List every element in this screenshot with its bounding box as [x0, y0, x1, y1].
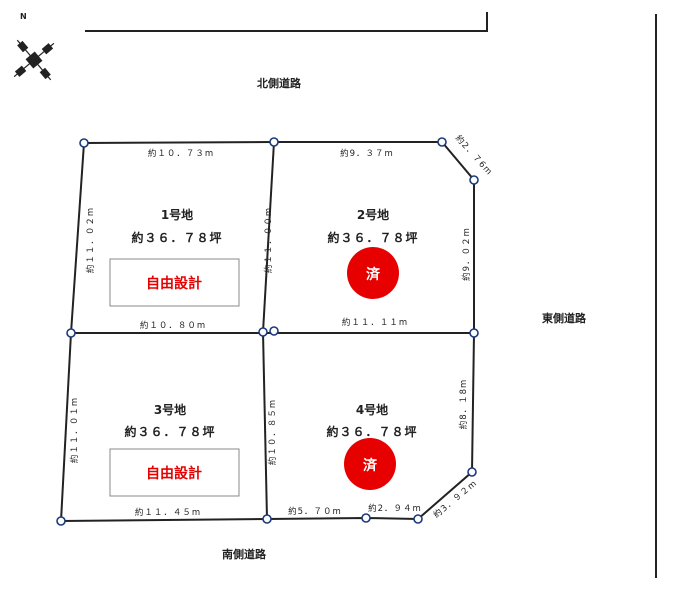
lot1-free-design-box — [109, 258, 240, 307]
lot-4[interactable]: 4号地 約３６．７８坪 済 — [326, 402, 417, 490]
dim-lot4-bottom-a: 約5．７０m — [288, 506, 342, 517]
compass: N — [13, 12, 55, 81]
north-road-edge — [85, 12, 488, 32]
dim-lot2-right: 約9．０２m — [461, 227, 472, 281]
dim-lot3-4-divider: 約１０．８５m — [267, 399, 278, 465]
lot-3[interactable]: 3号地 約３６．７８坪 自由設計 — [109, 402, 240, 497]
compass-west-arm — [14, 65, 27, 77]
compass-south-arm — [39, 67, 51, 80]
south-road-label: 南側道路 — [222, 547, 267, 561]
lot4-sold-label: 済 — [363, 457, 378, 474]
lot4-area: 約３６．７８坪 — [326, 424, 417, 439]
lot2-sold-label: 済 — [366, 266, 381, 283]
dim-lot2-bottom: 約１１．１１m — [342, 317, 408, 328]
lot3-name: 3号地 — [154, 402, 186, 417]
lot3-lot4-divider — [262, 331, 268, 520]
lot1-area: 約３６．７８坪 — [131, 230, 222, 245]
site-outline — [59, 141, 475, 523]
boundary-markers — [56, 137, 479, 526]
lot3-free-design-box — [109, 448, 240, 497]
dim-lot1-2-divider: 約１１．００m — [263, 207, 274, 273]
boundary-marker — [467, 467, 477, 477]
lot-1[interactable]: 1号地 約３６．７８坪 自由設計 — [109, 207, 240, 307]
dim-lot2-top: 約9．３７m — [340, 148, 394, 159]
dim-lot4-bottom-b: 約2．９４m — [368, 503, 422, 514]
compass-east-arm — [41, 43, 54, 55]
boundary-marker — [56, 516, 66, 526]
lot2-name: 2号地 — [357, 207, 389, 222]
boundary-marker — [437, 137, 447, 147]
boundary-marker — [79, 138, 89, 148]
east-road-label: 東側道路 — [542, 311, 587, 325]
boundary-marker — [469, 175, 479, 185]
dim-corner-ne: 約2．７6m — [453, 133, 495, 178]
dim-lot3-left: 約１１．０１m — [69, 397, 80, 463]
lot2-sold-badge — [347, 247, 399, 299]
boundary-marker — [262, 514, 272, 524]
compass-north-label: N — [20, 12, 27, 21]
dim-corner-se: 約3．９２m — [431, 478, 479, 521]
boundary-marker — [66, 328, 76, 338]
boundary-marker — [469, 328, 479, 338]
boundary-marker — [269, 137, 279, 147]
lot2-area: 約３６．７８坪 — [327, 230, 418, 245]
dim-lot1-left: 約１１．０２m — [85, 207, 96, 273]
boundary-marker — [413, 514, 423, 524]
lot3-area: 約３６．７８坪 — [124, 424, 215, 439]
lot1-lot2-divider — [262, 141, 275, 333]
compass-north-arm — [17, 40, 29, 53]
lot1-free-design-label: 自由設計 — [146, 275, 202, 292]
lot4-name: 4号地 — [356, 402, 388, 417]
lot3-free-design-label: 自由設計 — [146, 465, 202, 482]
lot1-name: 1号地 — [161, 207, 193, 222]
compass-center — [25, 51, 43, 69]
north-road-label: 北側道路 — [257, 76, 302, 90]
boundary-marker — [269, 326, 279, 336]
boundary-marker — [258, 327, 268, 337]
lot-2[interactable]: 2号地 約３６．７８坪 済 — [327, 207, 418, 299]
dim-lot3-bottom: 約１１．４５m — [135, 507, 201, 518]
boundary-marker — [361, 513, 371, 523]
dim-lot1-bottom: 約１０．８０m — [140, 320, 206, 331]
dim-lot1-top: 約１０．７３m — [148, 148, 214, 159]
lot4-sold-badge — [344, 438, 396, 490]
dim-lot4-right: 約8．１8m — [458, 379, 469, 430]
